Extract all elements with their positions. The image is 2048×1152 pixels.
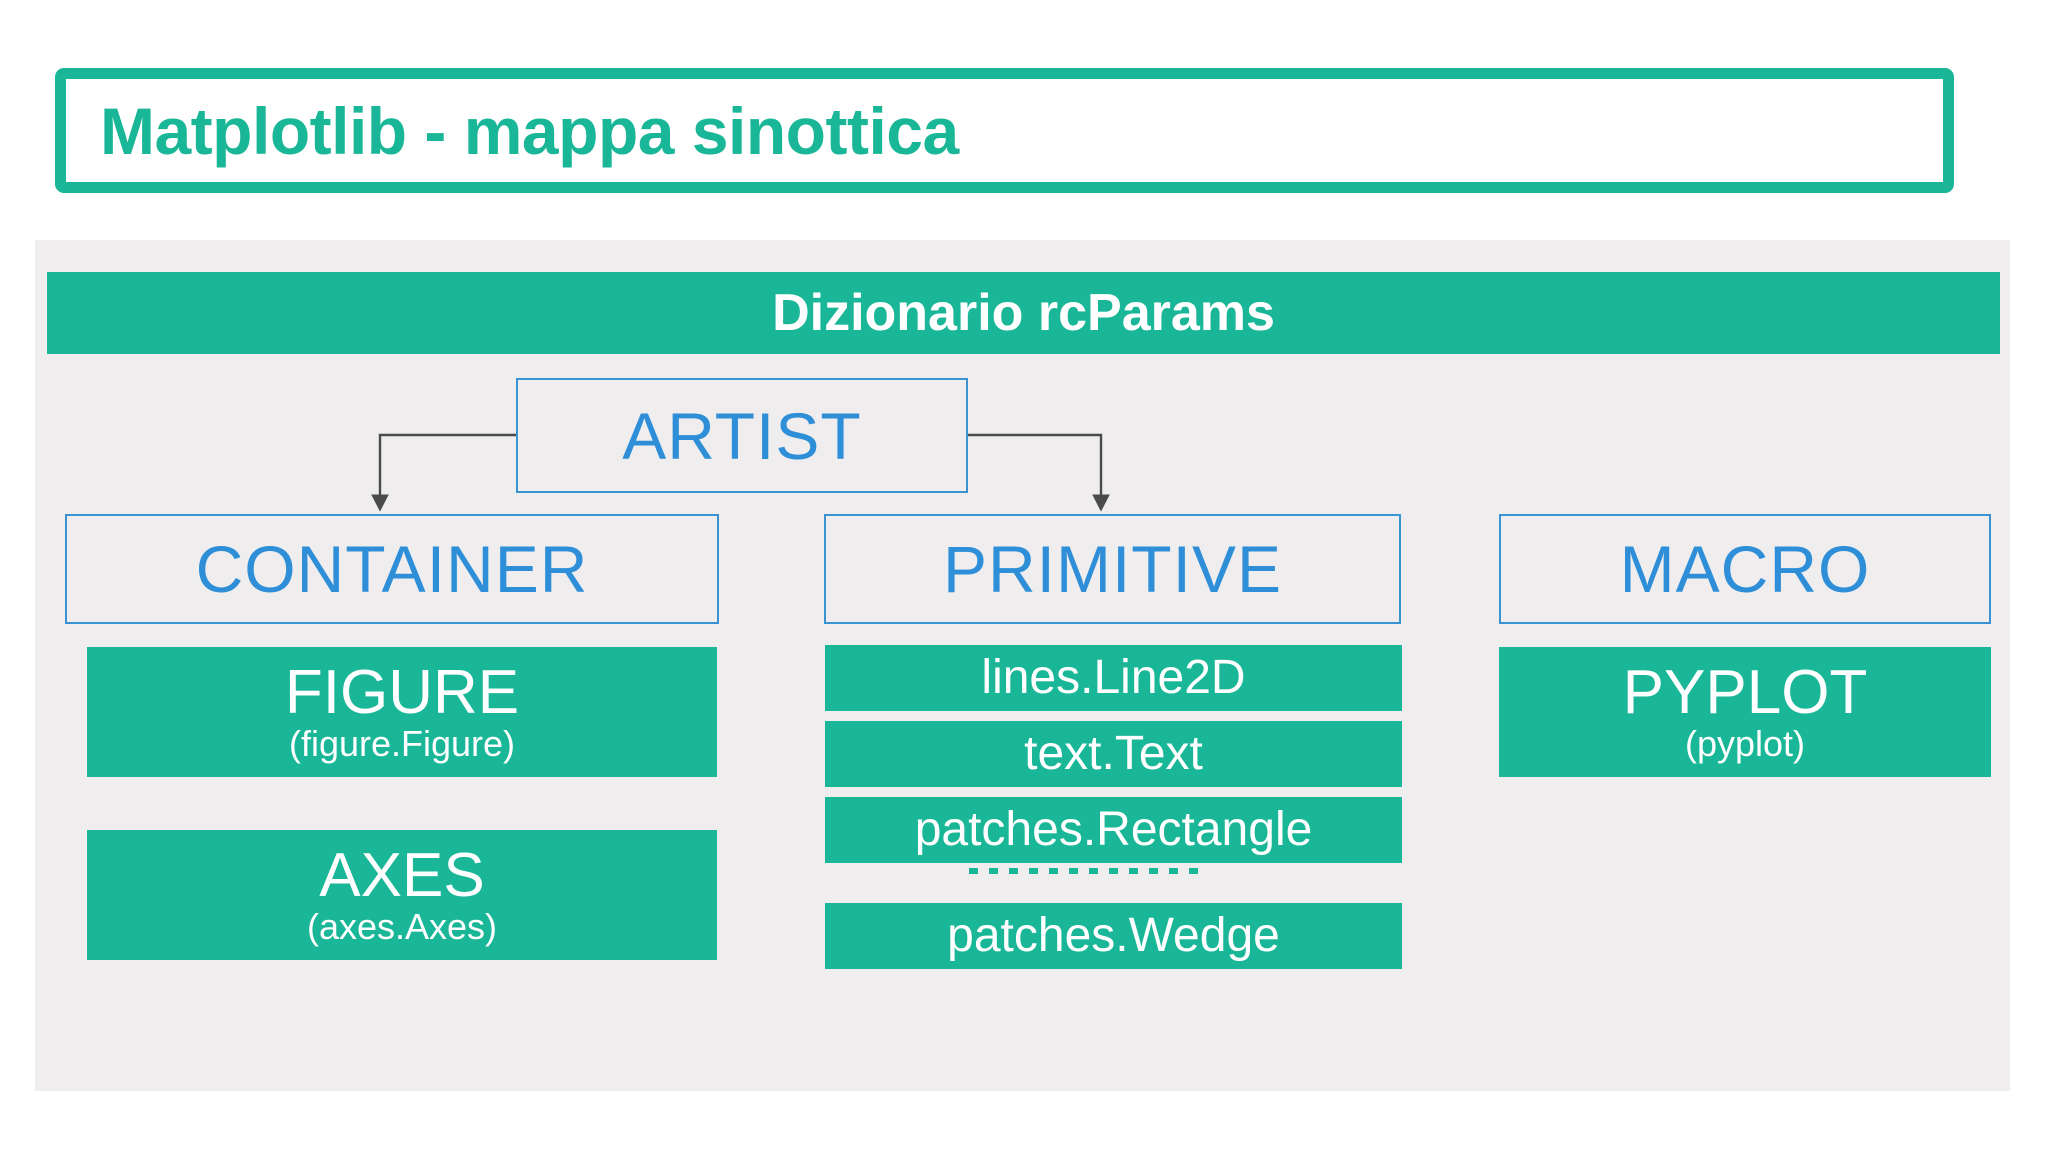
- rcparams-header-label: Dizionario rcParams: [772, 284, 1275, 342]
- diagram-panel: Dizionario rcParams ARTIST CONTAINER PRI…: [35, 240, 2010, 1091]
- node-pyplot-title: PYPLOT: [1622, 658, 1868, 728]
- node-text-text-title: text.Text: [1024, 726, 1203, 780]
- connector-artist-to-container: [371, 433, 516, 512]
- node-patches-wedge-title: patches.Wedge: [947, 908, 1280, 962]
- node-lines-line2d-title: lines.Line2D: [981, 650, 1246, 704]
- node-axes-subtitle: (axes.Axes): [306, 905, 498, 947]
- node-macro[interactable]: MACRO: [1499, 514, 1991, 624]
- node-macro-label: MACRO: [1619, 532, 1871, 606]
- node-figure-title: FIGURE: [284, 658, 520, 728]
- node-patches-wedge[interactable]: patches.Wedge: [825, 903, 1402, 969]
- node-container-label: CONTAINER: [195, 532, 589, 606]
- node-figure-subtitle: (figure.Figure): [288, 722, 516, 764]
- slide-title-box: Matplotlib - mappa sinottica: [55, 68, 1954, 193]
- node-text-text[interactable]: text.Text: [825, 721, 1402, 787]
- page-title: Matplotlib - mappa sinottica: [100, 93, 959, 168]
- node-axes[interactable]: AXES (axes.Axes): [87, 830, 717, 960]
- node-pyplot[interactable]: PYPLOT (pyplot): [1499, 647, 1991, 777]
- node-primitive-label: PRIMITIVE: [942, 532, 1283, 606]
- node-artist[interactable]: ARTIST: [516, 378, 968, 493]
- node-lines-line2d[interactable]: lines.Line2D: [825, 645, 1402, 711]
- dotted-underline-decoration: [969, 868, 1209, 874]
- node-patches-rectangle-title: patches.Rectangle: [914, 802, 1313, 856]
- node-figure[interactable]: FIGURE (figure.Figure): [87, 647, 717, 777]
- node-primitive[interactable]: PRIMITIVE: [824, 514, 1401, 624]
- node-pyplot-subtitle: (pyplot): [1684, 722, 1806, 764]
- rcparams-header-band: Dizionario rcParams: [47, 272, 2000, 354]
- node-axes-title: AXES: [319, 841, 485, 911]
- node-artist-label: ARTIST: [622, 398, 862, 473]
- node-patches-rectangle[interactable]: patches.Rectangle: [825, 797, 1402, 863]
- connector-artist-to-primitive: [968, 433, 1110, 512]
- node-container[interactable]: CONTAINER: [65, 514, 719, 624]
